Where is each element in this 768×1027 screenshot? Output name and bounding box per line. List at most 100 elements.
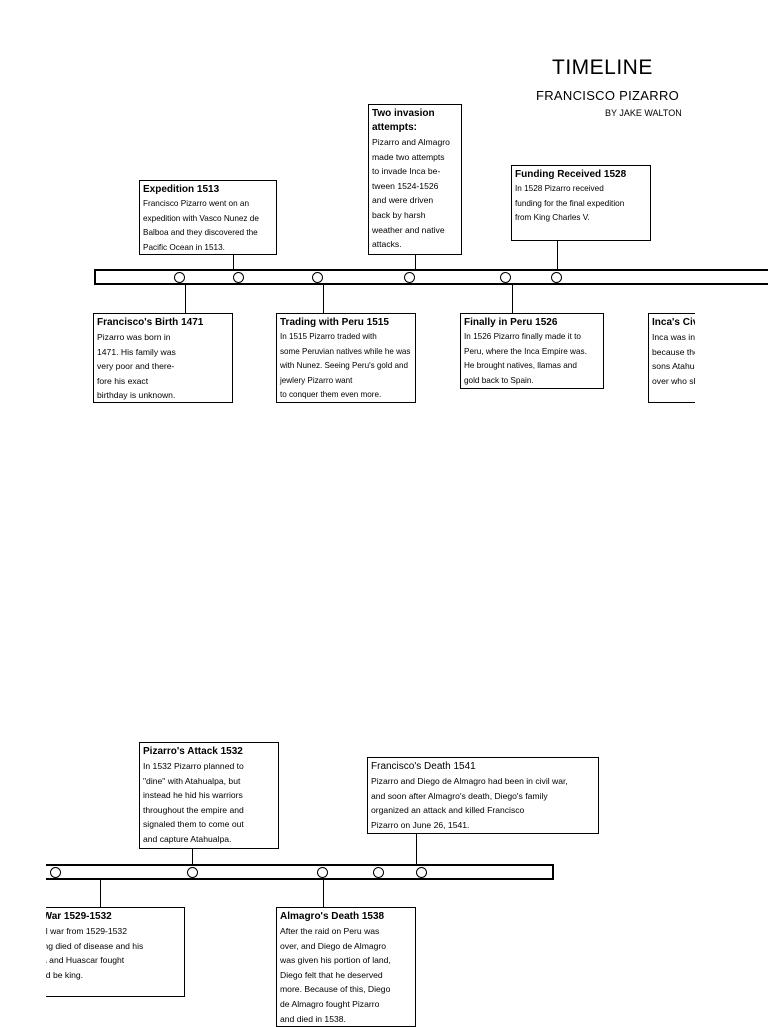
event-text-line: because the king died of disease and his — [652, 346, 695, 357]
event-text-line: jewlery Pizarro want — [280, 375, 353, 385]
event-text-line: signaled them to come out — [143, 819, 244, 830]
timeline-bar-bottom — [46, 864, 554, 880]
event-text-line: very poor and there- — [97, 361, 175, 372]
event-text-line: After the raid on Peru was — [280, 926, 380, 936]
event-text-line: Pizarro was born in — [97, 332, 171, 342]
event-text-line: Peru, where the Inca Empire was. — [464, 346, 587, 356]
event-text-line: birthday is unknown. — [97, 390, 176, 401]
event-title-continued: attempts: — [372, 122, 418, 133]
connector-finally — [512, 283, 513, 314]
event-text-line: Diego felt that he deserved — [280, 969, 383, 980]
timeline-marker — [174, 272, 185, 283]
connector-almagro — [323, 878, 324, 909]
event-text-line: de Almagro fought Pizarro — [280, 998, 380, 1009]
event-attack: Pizarro's Attack 1532 In 1532 Pizarro pl… — [139, 742, 279, 849]
event-civil-war-bottom: Inca's Civil War 1529-1532 Inca was in c… — [46, 907, 185, 997]
connector-funding — [557, 240, 558, 271]
event-title: Trading with Peru 1515 — [280, 317, 389, 328]
event-text-line: over, and Diego de Almagro — [280, 940, 387, 951]
event-text-line: Inca was in civil war from 1529-1532 — [652, 332, 695, 342]
event-text-line: He brought natives, llamas and — [464, 361, 577, 371]
page-title: TIMELINE — [552, 56, 653, 79]
event-text-line: gold back to Spain. — [464, 375, 534, 385]
timeline-marker — [187, 867, 198, 878]
timeline-marker — [404, 272, 415, 283]
event-text-line: to conquer them even more. — [280, 390, 382, 400]
timeline-marker — [317, 867, 328, 878]
connector-invasion — [415, 254, 416, 271]
event-title: Funding Received 1528 — [515, 169, 627, 180]
event-almagro: Almagro's Death 1538 After the raid on P… — [276, 907, 416, 1027]
page-subtitle: FRANCISCO PIZARRO — [536, 88, 680, 103]
timeline-marker — [500, 272, 511, 283]
event-text-line: made two attempts — [372, 151, 445, 162]
connector-death — [416, 833, 417, 866]
event-text-line: to invade Inca be- — [372, 166, 441, 177]
event-text-line: In 1528 Pizarro received — [515, 184, 604, 193]
event-text-line: tween 1524-1526 — [372, 180, 439, 191]
event-text-line: and soon after Almagro's death, Diego's … — [371, 790, 548, 801]
timeline-marker — [233, 272, 244, 283]
event-text-line: Balboa and they discovered the — [143, 228, 258, 237]
event-text-line: Pizarro and Diego de Almagro had been in… — [371, 776, 568, 786]
event-civil-war-top: Inca's Civil War 1529-1532 Inca was in c… — [648, 313, 695, 403]
event-text-line: organized an attack and killed Francisco — [371, 805, 525, 816]
event-text-line: and died in 1538. — [280, 1013, 346, 1024]
author-credit: BY JAKE WALTON — [605, 108, 682, 118]
timeline-marker — [312, 272, 323, 283]
event-text-line: sons Atahualpa and Huascar fought — [46, 955, 125, 966]
event-text-line: from King Charles V. — [515, 213, 590, 223]
event-title: Finally in Peru 1526 — [464, 317, 558, 328]
event-finally: Finally in Peru 1526 In 1526 Pizarro fin… — [460, 313, 604, 389]
event-text-line: with Nunez. Seeing Peru's gold and — [280, 361, 408, 371]
event-text-line: instead he hid his warriors — [143, 790, 243, 801]
event-text-line: Francisco Pizarro went on an — [143, 199, 250, 208]
event-death: Francisco's Death 1541 Pizarro and Diego… — [367, 757, 599, 834]
event-text-line: In 1515 Pizarro traded with — [280, 332, 377, 341]
event-text-line: Pacific Ocean in 1513. — [143, 242, 225, 252]
event-text-line: weather and native — [372, 224, 445, 235]
event-text-line: In 1526 Pizarro finally made it to — [464, 332, 581, 341]
event-title: Expedition 1513 — [143, 184, 220, 195]
event-text-line: over who should be king. — [46, 969, 84, 980]
event-title: Pizarro's Attack 1532 — [143, 746, 243, 757]
event-text-line: 1471. His family was — [97, 346, 176, 357]
event-text-line: over who should be king. — [652, 375, 695, 386]
event-text-line: was given his portion of land, — [280, 955, 391, 966]
connector-birth — [185, 283, 186, 314]
connector-trading — [323, 283, 324, 314]
event-text-line: and capture Atahualpa. — [143, 833, 232, 844]
timeline-marker — [373, 867, 384, 878]
event-text-line: "dine" with Atahualpa, but — [143, 775, 241, 786]
event-civil-war-bottom-clip: Inca's Civil War 1529-1532 Inca was in c… — [46, 906, 188, 998]
connector-civil-war — [100, 878, 101, 909]
event-text-line: attacks. — [372, 239, 402, 250]
event-text-line: Pizarro on June 26, 1541. — [371, 819, 470, 830]
event-text-line: funding for the final expedition — [515, 198, 625, 208]
event-text-line: more. Because of this, Diego — [280, 984, 391, 995]
event-text-line: expedition with Vasco Nunez de — [143, 213, 259, 223]
event-text-line: fore his exact — [97, 375, 149, 386]
event-birth: Francisco's Birth 1471 Pizarro was born … — [93, 313, 233, 403]
connector-expedition — [233, 254, 234, 271]
event-title: Inca's Civil War 1529-1532 — [652, 317, 695, 328]
event-text-line: some Peruvian natives while he was — [280, 346, 411, 356]
event-title: Two invasion — [372, 108, 435, 119]
event-text-line: because the king died of disease and his — [46, 940, 144, 951]
event-civil-war-top-clip: Inca's Civil War 1529-1532 Inca was in c… — [648, 312, 695, 404]
timeline-marker — [416, 867, 427, 878]
event-title: Inca's Civil War 1529-1532 — [46, 911, 112, 922]
event-expedition: Expedition 1513 Francisco Pizarro went o… — [139, 180, 277, 255]
event-text-line: sons Atahualpa and Huascar fought — [652, 361, 695, 372]
timeline-bar-top — [94, 269, 768, 285]
event-text-line: Pizarro and Almagro — [372, 137, 450, 147]
event-text-line: and were driven — [372, 195, 434, 206]
event-text-line: Inca was in civil war from 1529-1532 — [46, 926, 127, 936]
event-invasion: Two invasion attempts: Pizarro and Almag… — [368, 104, 462, 255]
timeline-marker — [50, 867, 61, 878]
timeline-marker — [551, 272, 562, 283]
event-trading: Trading with Peru 1515 In 1515 Pizarro t… — [276, 313, 416, 403]
event-title: Almagro's Death 1538 — [280, 911, 385, 922]
event-text-line: throughout the empire and — [143, 804, 244, 815]
event-text-line: back by harsh — [372, 209, 426, 220]
